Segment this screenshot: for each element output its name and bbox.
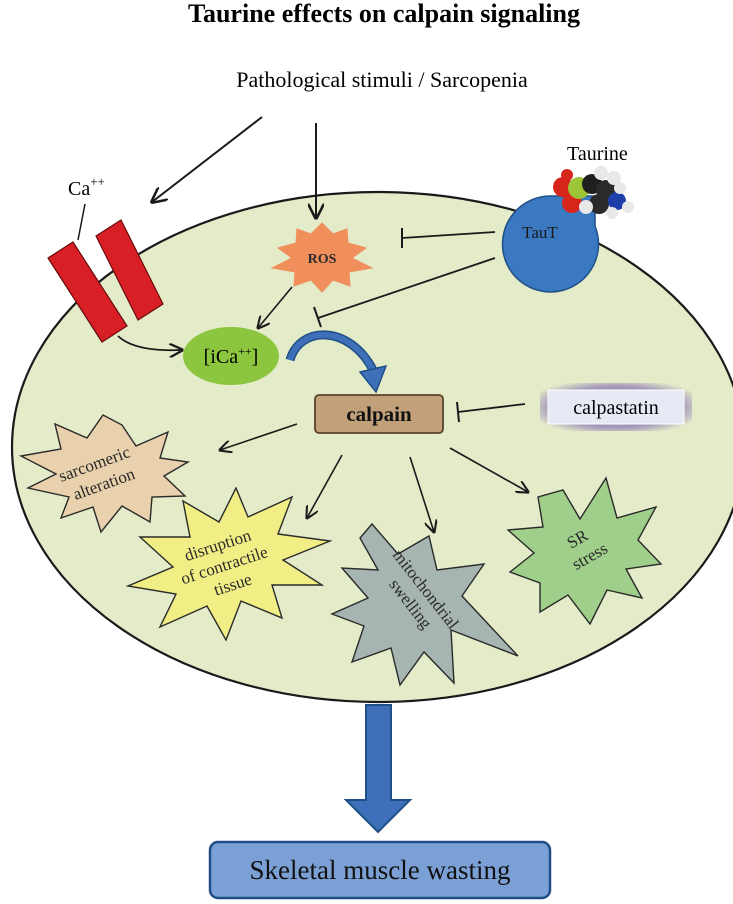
calpastatin-inhibits-calpain-bar (456, 401, 460, 423)
calpastatin-label: calpastatin (573, 397, 659, 419)
intracellular-calcium (183, 327, 279, 385)
taut-inhibits-ros (401, 231, 496, 239)
ica-label: [iCa++] (204, 344, 259, 368)
outcome-arrow (343, 704, 413, 834)
taurine-molecule (553, 166, 634, 219)
taut-transporter (501, 195, 600, 293)
calcium-channel (47, 219, 164, 343)
calpain-to-mitochondrial-arrow (409, 456, 434, 532)
calpain-to-disruption-arrow (307, 454, 343, 518)
ros-burst (270, 222, 374, 293)
calcium-label: Ca++ (68, 174, 105, 200)
ros-label: ROS (308, 252, 337, 267)
calpain-to-sr-stress-arrow (449, 447, 528, 492)
taurine-label: Taurine (567, 143, 628, 165)
outcome-box (208, 840, 552, 900)
disruption-burst (125, 486, 333, 642)
taut-label: TauT (522, 223, 558, 242)
taut-inhibits-ica (317, 257, 496, 319)
sr-stress-burst (506, 476, 663, 626)
sarcomeric-alteration-burst (18, 414, 191, 534)
calpain-label: calpain (346, 402, 412, 426)
ros-to-ica-arrow (258, 286, 293, 328)
outcome-label: Skeletal muscle wasting (250, 855, 511, 885)
ica-activates-calpain-arrow-inner (287, 332, 376, 372)
mitochondrial-swelling-burst (330, 522, 519, 687)
calpain-to-sarcomeric-arrow (220, 423, 298, 450)
ica-activates-calpain-arrowhead (358, 364, 388, 394)
diagram-title: Taurine effects on calpain signaling (188, 0, 580, 28)
calcium-label-line (77, 203, 86, 241)
calcium-influx-arrow (117, 335, 182, 350)
calpastatin-inhibits-calpain (457, 403, 526, 413)
calpain-box (314, 394, 444, 434)
stimulus-to-calcium-arrow (152, 116, 263, 202)
stimulus-label: Pathological stimuli / Sarcopenia (236, 67, 528, 92)
taut-inhibits-ica-bar (313, 306, 322, 328)
calpastatin-box (547, 389, 685, 425)
